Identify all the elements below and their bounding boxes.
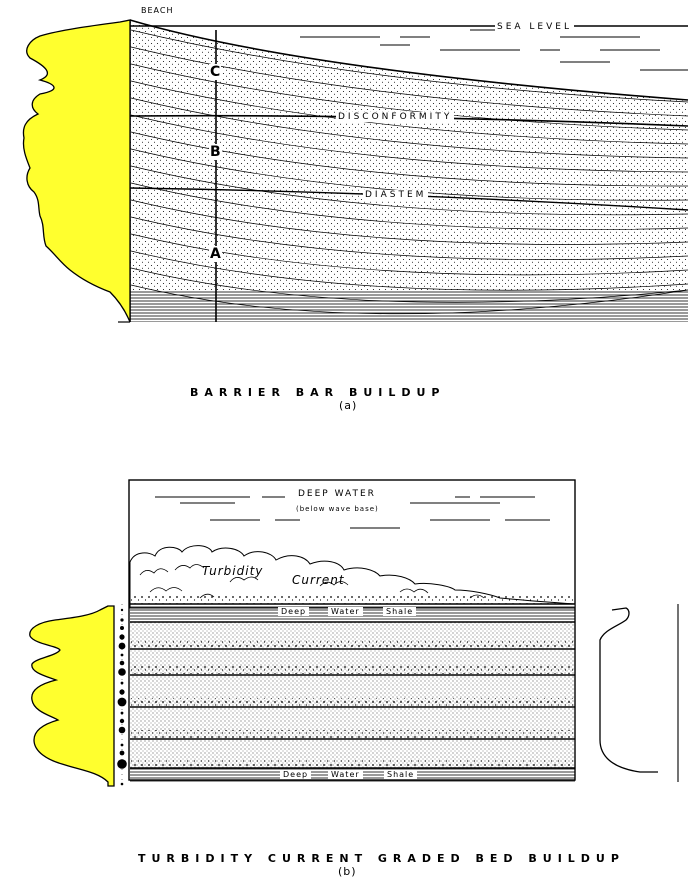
graded-bed-1-base bbox=[130, 640, 575, 648]
lamina-line bbox=[130, 46, 689, 117]
zone-label-a: A bbox=[209, 246, 222, 262]
lamina-line bbox=[130, 165, 689, 216]
turbidity-label: Turbidity bbox=[202, 564, 264, 578]
sea-level-label: SEA LEVEL bbox=[495, 22, 574, 32]
diagram-a bbox=[22, 19, 689, 323]
lamina-line bbox=[130, 284, 689, 315]
shale-word-shale-bottom: Shale bbox=[384, 770, 418, 779]
disconformity-label: DISCONFORMITY bbox=[336, 112, 455, 122]
lamina-line bbox=[130, 250, 689, 291]
water-dashes-b bbox=[155, 496, 550, 529]
diagram-b-subtitle: (b) bbox=[338, 865, 357, 878]
lamina-line bbox=[130, 216, 689, 260]
lamina-line bbox=[130, 182, 689, 230]
shale-word-water-bottom: Water bbox=[328, 770, 363, 779]
lamina-line bbox=[130, 267, 689, 303]
log-curve-a bbox=[22, 19, 131, 323]
shale-word-deep-top: Deep bbox=[278, 607, 310, 616]
lamina-line bbox=[130, 199, 689, 245]
diagram-b-title: TURBIDITY CURRENT GRADED BED BUILDUP bbox=[138, 852, 625, 865]
diagram-a-subtitle: (a) bbox=[339, 399, 358, 412]
lamina-line bbox=[130, 80, 689, 145]
deep-water-label: DEEP WATER bbox=[298, 489, 376, 499]
diagram-a-title: BARRIER BAR BUILDUP bbox=[190, 386, 446, 399]
graded-bed-3-base bbox=[130, 698, 575, 706]
foreset-laminae bbox=[130, 29, 689, 315]
shale-word-water-top: Water bbox=[328, 607, 363, 616]
lamina-line bbox=[130, 233, 689, 276]
lamina-line bbox=[130, 29, 689, 103]
turbidity-cloud bbox=[129, 545, 576, 609]
turbidite-sand-top bbox=[130, 594, 575, 604]
barrier-top-surface bbox=[129, 19, 689, 101]
lamina-line bbox=[130, 148, 689, 201]
deep-water-sublabel: (below wave base) bbox=[296, 505, 379, 513]
diagram-b bbox=[29, 479, 679, 787]
shale-word-deep-bottom: Deep bbox=[280, 770, 312, 779]
lamina-line bbox=[130, 63, 689, 131]
diastem-label: DIASTEM bbox=[363, 190, 429, 200]
graded-bed-5-base bbox=[130, 760, 575, 768]
log-curve-b-right bbox=[599, 607, 658, 773]
lamina-line bbox=[130, 97, 689, 159]
graded-bed-2-base bbox=[130, 666, 575, 674]
water-dashes-a bbox=[300, 29, 688, 71]
barrier-shale-base bbox=[130, 290, 688, 322]
shale-word-shale-top: Shale bbox=[383, 607, 417, 616]
barrier-sand-body bbox=[130, 20, 688, 290]
zone-label-c: C bbox=[209, 64, 222, 80]
graded-bed-4-base bbox=[130, 730, 575, 738]
beach-label: BEACH bbox=[141, 6, 174, 15]
grain-size-dots bbox=[117, 608, 127, 786]
lamina-line bbox=[130, 114, 689, 173]
bed-boundaries bbox=[130, 603, 575, 769]
zone-label-b: B bbox=[209, 144, 222, 160]
log-curve-b-left bbox=[29, 605, 115, 787]
lamina-line bbox=[130, 131, 689, 187]
current-label: Current bbox=[292, 573, 345, 587]
